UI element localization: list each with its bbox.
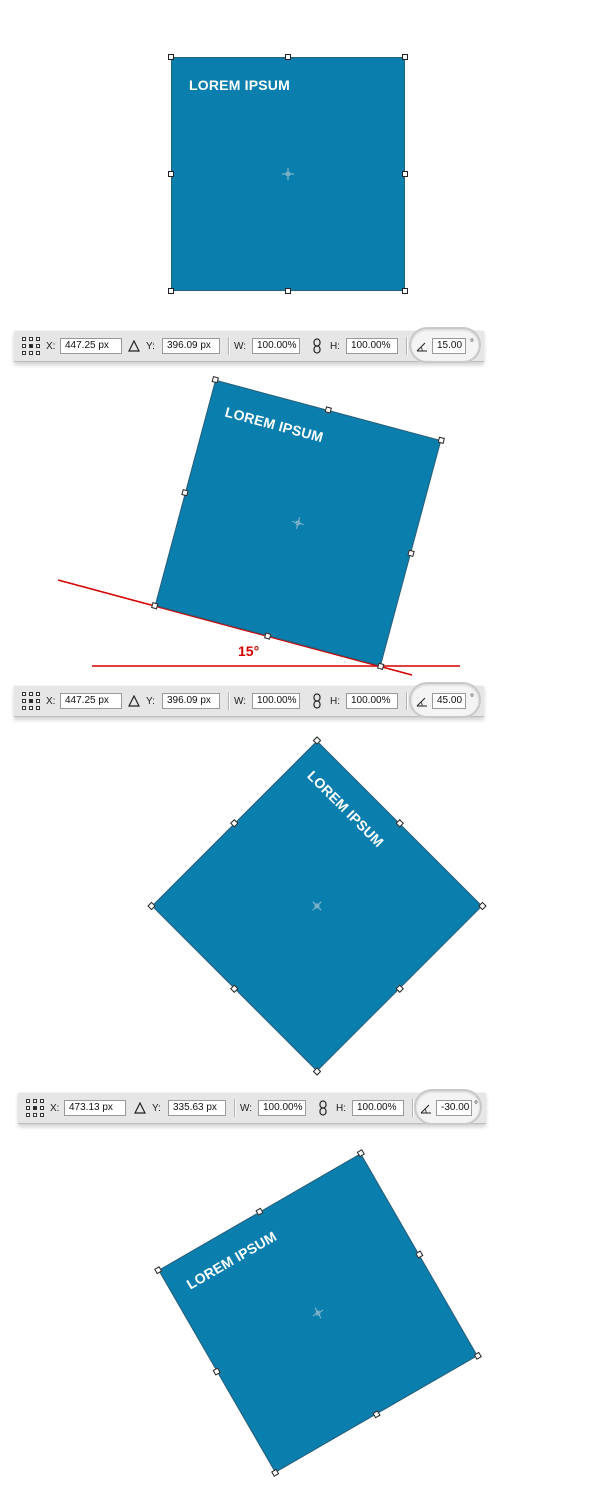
- y-label: Y:: [146, 340, 155, 352]
- angle-guide-label: 15°: [238, 643, 260, 659]
- degree-symbol: °: [470, 693, 474, 704]
- w-field[interactable]: 100.00%: [252, 693, 300, 709]
- handle-middle-right[interactable]: [402, 171, 408, 177]
- y-field[interactable]: 396.09 px: [162, 338, 220, 354]
- delta-icon[interactable]: [134, 1102, 146, 1114]
- transform-box-0deg[interactable]: LOREM IPSUM: [168, 54, 408, 294]
- h-field[interactable]: 100.00%: [346, 338, 398, 354]
- separator: [228, 692, 230, 710]
- handle-middle-left[interactable]: [168, 171, 174, 177]
- x-label: X:: [46, 340, 56, 352]
- angle-field[interactable]: 15.00: [432, 338, 466, 354]
- angle-field[interactable]: -30.00: [436, 1100, 472, 1116]
- y-label: Y:: [146, 695, 155, 707]
- separator: [406, 692, 408, 710]
- separator: [412, 1099, 414, 1117]
- handle-top-left[interactable]: [168, 54, 174, 60]
- degree-symbol: °: [474, 1100, 478, 1111]
- x-field[interactable]: 473.13 px: [64, 1100, 126, 1116]
- crosshair-center-icon[interactable]: [308, 1303, 327, 1322]
- link-chain-icon[interactable]: [312, 693, 322, 709]
- w-label: W:: [234, 695, 247, 707]
- h-label: H:: [330, 340, 340, 352]
- link-chain-icon[interactable]: [318, 1100, 328, 1116]
- transform-box-minus30deg[interactable]: LOREM IPSUM: [154, 1149, 482, 1477]
- h-field[interactable]: 100.00%: [352, 1100, 404, 1116]
- w-field[interactable]: 100.00%: [258, 1100, 306, 1116]
- w-label: W:: [234, 340, 247, 352]
- w-field[interactable]: 100.00%: [252, 338, 300, 354]
- delta-icon[interactable]: [128, 340, 140, 352]
- x-label: X:: [50, 1102, 60, 1114]
- w-label: W:: [240, 1102, 253, 1114]
- transform-options-bar: X: 447.25 px Y: 396.09 px W: 100.00% H: …: [14, 682, 484, 718]
- h-label: H:: [336, 1102, 346, 1114]
- delta-icon[interactable]: [128, 695, 140, 707]
- separator: [228, 337, 230, 355]
- handle-top-right[interactable]: [437, 436, 445, 444]
- angle-highlight: [409, 327, 481, 363]
- reference-point-grid-icon[interactable]: [26, 1099, 44, 1117]
- handle-bottom-right[interactable]: [402, 288, 408, 294]
- x-field[interactable]: 447.25 px: [60, 338, 122, 354]
- handle-bottom-middle[interactable]: [285, 288, 291, 294]
- degree-symbol: °: [470, 338, 474, 349]
- crosshair-center-icon[interactable]: [281, 167, 295, 181]
- transform-box-45deg[interactable]: LOREM IPSUM: [147, 736, 487, 1076]
- x-label: X:: [46, 695, 56, 707]
- handle-top-middle[interactable]: [285, 54, 291, 60]
- h-field[interactable]: 100.00%: [346, 693, 398, 709]
- separator: [406, 337, 408, 355]
- y-field[interactable]: 396.09 px: [162, 693, 220, 709]
- transform-options-bar: X: 473.13 px Y: 335.63 px W: 100.00% H: …: [18, 1089, 486, 1125]
- link-chain-icon[interactable]: [312, 338, 322, 354]
- angle-icon: [416, 342, 427, 352]
- handle-top-right[interactable]: [402, 54, 408, 60]
- crosshair-center-icon[interactable]: [307, 896, 327, 916]
- transform-box-15deg[interactable]: LOREM IPSUM: [151, 376, 445, 670]
- angle-field[interactable]: 45.00: [432, 693, 466, 709]
- handle-middle-right[interactable]: [407, 549, 415, 557]
- y-field[interactable]: 335.63 px: [168, 1100, 226, 1116]
- handle-bottom-right[interactable]: [473, 1351, 482, 1360]
- angle-icon: [420, 1104, 431, 1114]
- x-field[interactable]: 447.25 px: [60, 693, 122, 709]
- angle-icon: [416, 697, 427, 707]
- reference-point-grid-icon[interactable]: [22, 692, 40, 710]
- transform-options-bar: X: 447.25 px Y: 396.09 px W: 100.00% H: …: [14, 327, 484, 363]
- box-label: LOREM IPSUM: [189, 77, 290, 93]
- h-label: H:: [330, 695, 340, 707]
- y-label: Y:: [152, 1102, 161, 1114]
- handle-bottom-left[interactable]: [168, 288, 174, 294]
- separator: [234, 1099, 236, 1117]
- reference-point-grid-icon[interactable]: [22, 337, 40, 355]
- crosshair-center-icon[interactable]: [289, 514, 306, 531]
